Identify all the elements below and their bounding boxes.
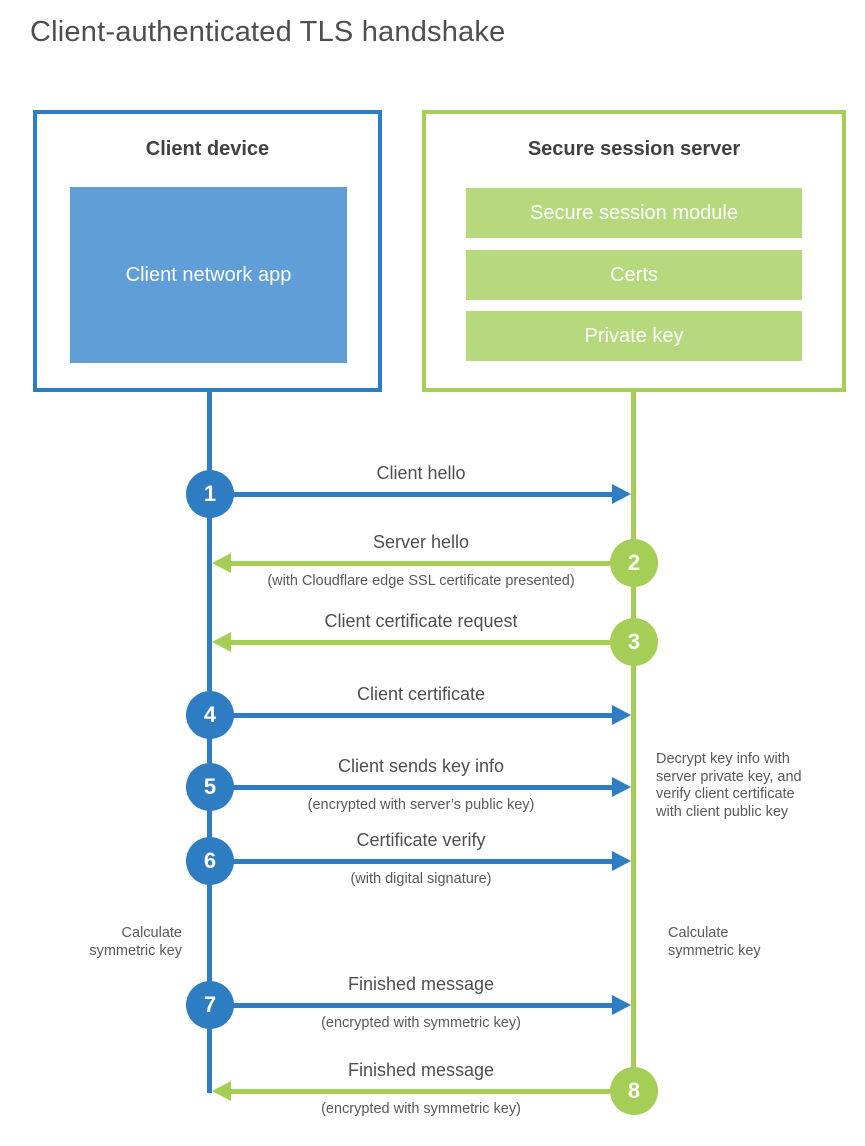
server-lifeline (631, 392, 636, 1093)
message-sublabel: (with Cloudflare edge SSL certificate pr… (267, 573, 575, 589)
message-sublabel: (encrypted with server’s public key) (307, 797, 535, 813)
page-title: Client-authenticated TLS handshake (30, 16, 506, 48)
step-number-badge: 5 (186, 763, 234, 811)
step-number-badge: 3 (610, 618, 658, 666)
arrowhead-left-icon (212, 1081, 231, 1101)
arrow-line (231, 1089, 610, 1094)
note-calculate-symmetric-key-client: Calculate symmetric key (89, 925, 182, 959)
message-label: Client certificate request (324, 611, 518, 631)
client-device-title: Client device (145, 138, 270, 160)
arrow-line (233, 713, 612, 718)
note-calculate-symmetric-key-server: Calculate symmetric key (668, 925, 761, 959)
arrowhead-left-icon (212, 553, 231, 573)
secure-session-server-title: Secure session server (527, 138, 741, 160)
message-label: Server hello (372, 532, 470, 552)
message-sublabel: (encrypted with symmetric key) (321, 1015, 521, 1031)
arrowhead-right-icon (612, 995, 631, 1015)
server-module-secure-session: Secure session module (466, 188, 802, 238)
arrow-line (233, 492, 612, 497)
arrowhead-right-icon (612, 851, 631, 871)
message-label: Finished message (347, 1060, 495, 1080)
message-label: Client hello (376, 463, 466, 483)
server-module-private-key: Private key (466, 311, 802, 361)
step-number-badge: 2 (610, 539, 658, 587)
server-module-certs: Certs (466, 250, 802, 300)
client-device-box: Client device Client network app (33, 110, 382, 392)
arrowhead-right-icon (612, 484, 631, 504)
arrow-line (231, 561, 610, 566)
arrow-line (231, 640, 610, 645)
step-number-badge: 4 (186, 691, 234, 739)
message-label: Client sends key info (337, 756, 505, 776)
client-network-app-box: Client network app (70, 187, 347, 363)
arrow-line (233, 785, 612, 790)
arrowhead-right-icon (612, 705, 631, 725)
secure-session-server-box: Secure session server Secure session mod… (422, 110, 846, 392)
message-label: Client certificate (356, 684, 486, 704)
message-sublabel: (with digital signature) (350, 871, 492, 887)
step-number-badge: 1 (186, 470, 234, 518)
step-number-badge: 8 (610, 1067, 658, 1115)
step-number-badge: 7 (186, 981, 234, 1029)
arrow-line (233, 1003, 612, 1008)
client-lifeline (207, 392, 212, 1093)
message-label: Finished message (347, 974, 495, 994)
message-label: Certificate verify (356, 830, 486, 850)
step-number-badge: 6 (186, 837, 234, 885)
client-network-app-label: Client network app (125, 264, 292, 286)
arrowhead-left-icon (212, 632, 231, 652)
message-sublabel: (encrypted with symmetric key) (321, 1101, 521, 1117)
arrow-line (233, 859, 612, 864)
arrowhead-right-icon (612, 777, 631, 797)
note-decrypt-key-info: Decrypt key info with server private key… (656, 751, 802, 820)
